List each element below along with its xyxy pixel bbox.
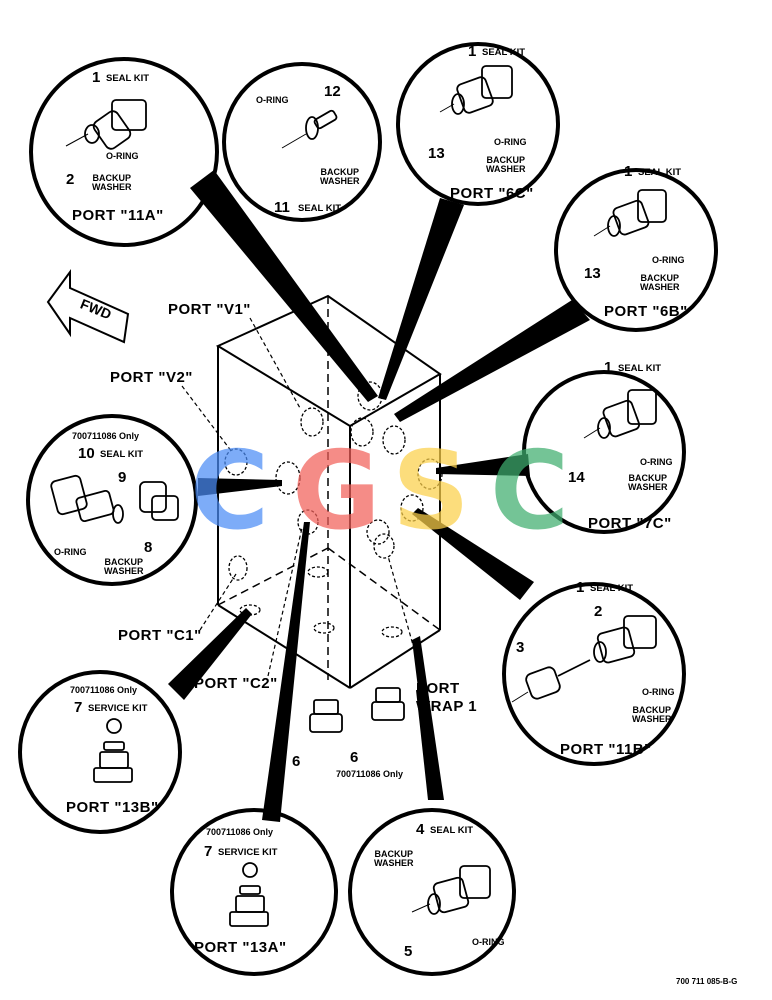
fwd-arrow-icon bbox=[46, 268, 130, 344]
manifold-block bbox=[215, 294, 442, 689]
qty-11b: 1 bbox=[576, 579, 585, 596]
fitting-11-seal bbox=[281, 109, 338, 149]
oring-7c: O-RING bbox=[640, 457, 673, 467]
kit-10: SEAL KIT bbox=[100, 449, 144, 460]
item-11b-a: 2 bbox=[594, 603, 603, 620]
backup-7c: BACKUP WASHER bbox=[628, 473, 668, 492]
oring-11b: O-RING bbox=[642, 687, 675, 697]
item-wrap: 5 bbox=[404, 943, 413, 960]
item-10-b: 8 bbox=[144, 539, 153, 556]
port-6b: PORT "6B" bbox=[604, 303, 688, 320]
detail-circle-port-6c bbox=[396, 42, 560, 206]
kit-11a: SEAL KIT bbox=[106, 73, 150, 84]
qty-13b: 7 bbox=[74, 699, 83, 716]
detail-circle-port-13a bbox=[170, 808, 338, 976]
backup-11: BACKUP WASHER bbox=[320, 167, 360, 186]
fitting-10 bbox=[50, 474, 179, 524]
kit-wrap: SEAL KIT bbox=[430, 825, 474, 836]
fitting-6b bbox=[593, 189, 667, 237]
oring-11a: O-RING bbox=[106, 151, 139, 161]
fitting-wrap bbox=[411, 865, 491, 915]
port-11a: PORT "11A" bbox=[72, 207, 164, 224]
qty-6b: 1 bbox=[624, 163, 633, 180]
fitting-11b bbox=[511, 615, 657, 703]
fitting-13a bbox=[229, 862, 269, 927]
port-c1-label: PORT "C1" bbox=[118, 627, 202, 644]
detail-circle-11-seal-kit bbox=[222, 62, 382, 222]
item-6c: 13 bbox=[428, 145, 445, 162]
item-11b-b: 3 bbox=[516, 639, 525, 656]
port-6c: PORT "6C" bbox=[450, 185, 534, 202]
watermark-letter-3: S bbox=[392, 429, 470, 554]
block-ports bbox=[224, 381, 443, 638]
item-10-a: 9 bbox=[118, 469, 127, 486]
oring-6c: O-RING bbox=[494, 137, 527, 147]
watermark-letter-4: C bbox=[490, 429, 570, 554]
backup-wrap: BACKUP WASHER bbox=[374, 849, 414, 868]
detail-circle-wrap-4-seal-kit bbox=[348, 808, 516, 976]
plug-only: 700711086 Only bbox=[336, 769, 404, 779]
oring-10: O-RING bbox=[54, 547, 87, 557]
port-13a: PORT "13A" bbox=[194, 939, 287, 956]
plug-item-right: 6 bbox=[350, 749, 359, 766]
plug-item-left: 6 bbox=[292, 753, 301, 770]
oring-wrap: O-RING bbox=[472, 937, 505, 947]
watermark-letter-2: G bbox=[292, 429, 381, 554]
detail-circle-port-6b bbox=[554, 168, 718, 332]
kit-13b: SERVICE KIT bbox=[88, 703, 148, 714]
kit-6c: SEAL KIT bbox=[482, 47, 526, 58]
qty-6c: 1 bbox=[468, 43, 477, 60]
qty-11a: 1 bbox=[92, 69, 101, 86]
item-7c: 14 bbox=[568, 469, 585, 486]
only-10: 700711086 Only bbox=[72, 431, 140, 441]
kit-7c: SEAL KIT bbox=[618, 363, 662, 374]
port-7c: PORT "7C" bbox=[588, 515, 672, 532]
drawing-number: 700 711 085-B-G bbox=[676, 977, 738, 986]
port-arrows bbox=[181, 317, 421, 677]
backup-6c: BACKUP WASHER bbox=[486, 155, 526, 174]
kit-11: SEAL KIT bbox=[298, 203, 342, 214]
kit-11b: SEAL KIT bbox=[590, 583, 634, 594]
detail-circle-10-seal-kit bbox=[26, 414, 198, 586]
fitting-13b bbox=[93, 718, 133, 783]
qty-7c: 1 bbox=[604, 359, 613, 376]
backup-6b: BACKUP WASHER bbox=[640, 273, 680, 292]
leader-lines bbox=[168, 170, 590, 822]
item-6b: 13 bbox=[584, 265, 601, 282]
qty-wrap: 4 bbox=[416, 821, 425, 838]
oring-11: O-RING bbox=[256, 95, 289, 105]
plug-fittings bbox=[309, 687, 405, 733]
qty-10: 10 bbox=[78, 445, 95, 462]
kit-13a: SERVICE KIT bbox=[218, 847, 278, 858]
port-13b: PORT "13B" bbox=[66, 799, 159, 816]
port-11b: PORT "11B" bbox=[560, 741, 652, 758]
kit-6b: SEAL KIT bbox=[638, 167, 682, 178]
detail-circle-port-11b bbox=[502, 582, 686, 766]
qty-13a: 7 bbox=[204, 843, 213, 860]
item-11a: 2 bbox=[66, 171, 75, 188]
qty-11: 11 bbox=[274, 199, 290, 216]
port-v1-label: PORT "V1" bbox=[168, 301, 251, 318]
port-c2-label: PORT "C2" bbox=[194, 675, 278, 692]
detail-circle-port-7c bbox=[522, 370, 686, 534]
port-wrap-label: PORT WRAP 1 bbox=[416, 680, 478, 715]
item-11-seal: 12 bbox=[324, 83, 341, 100]
only-13b: 700711086 Only bbox=[70, 685, 138, 695]
port-v2-label: PORT "V2" bbox=[110, 369, 193, 386]
oring-6b: O-RING bbox=[652, 255, 685, 265]
detail-circle-port-13b bbox=[18, 670, 182, 834]
backup-11a: BACKUP WASHER bbox=[92, 173, 132, 192]
watermark-letter-1: C bbox=[190, 429, 270, 554]
detail-circle-port-11a bbox=[29, 57, 219, 247]
fitting-11a bbox=[65, 99, 147, 150]
backup-11b: BACKUP WASHER bbox=[632, 705, 672, 724]
fitting-6c bbox=[439, 65, 513, 115]
fitting-7c bbox=[583, 389, 657, 439]
backup-10: BACKUP WASHER bbox=[104, 557, 144, 576]
only-13a: 700711086 Only bbox=[206, 827, 274, 837]
